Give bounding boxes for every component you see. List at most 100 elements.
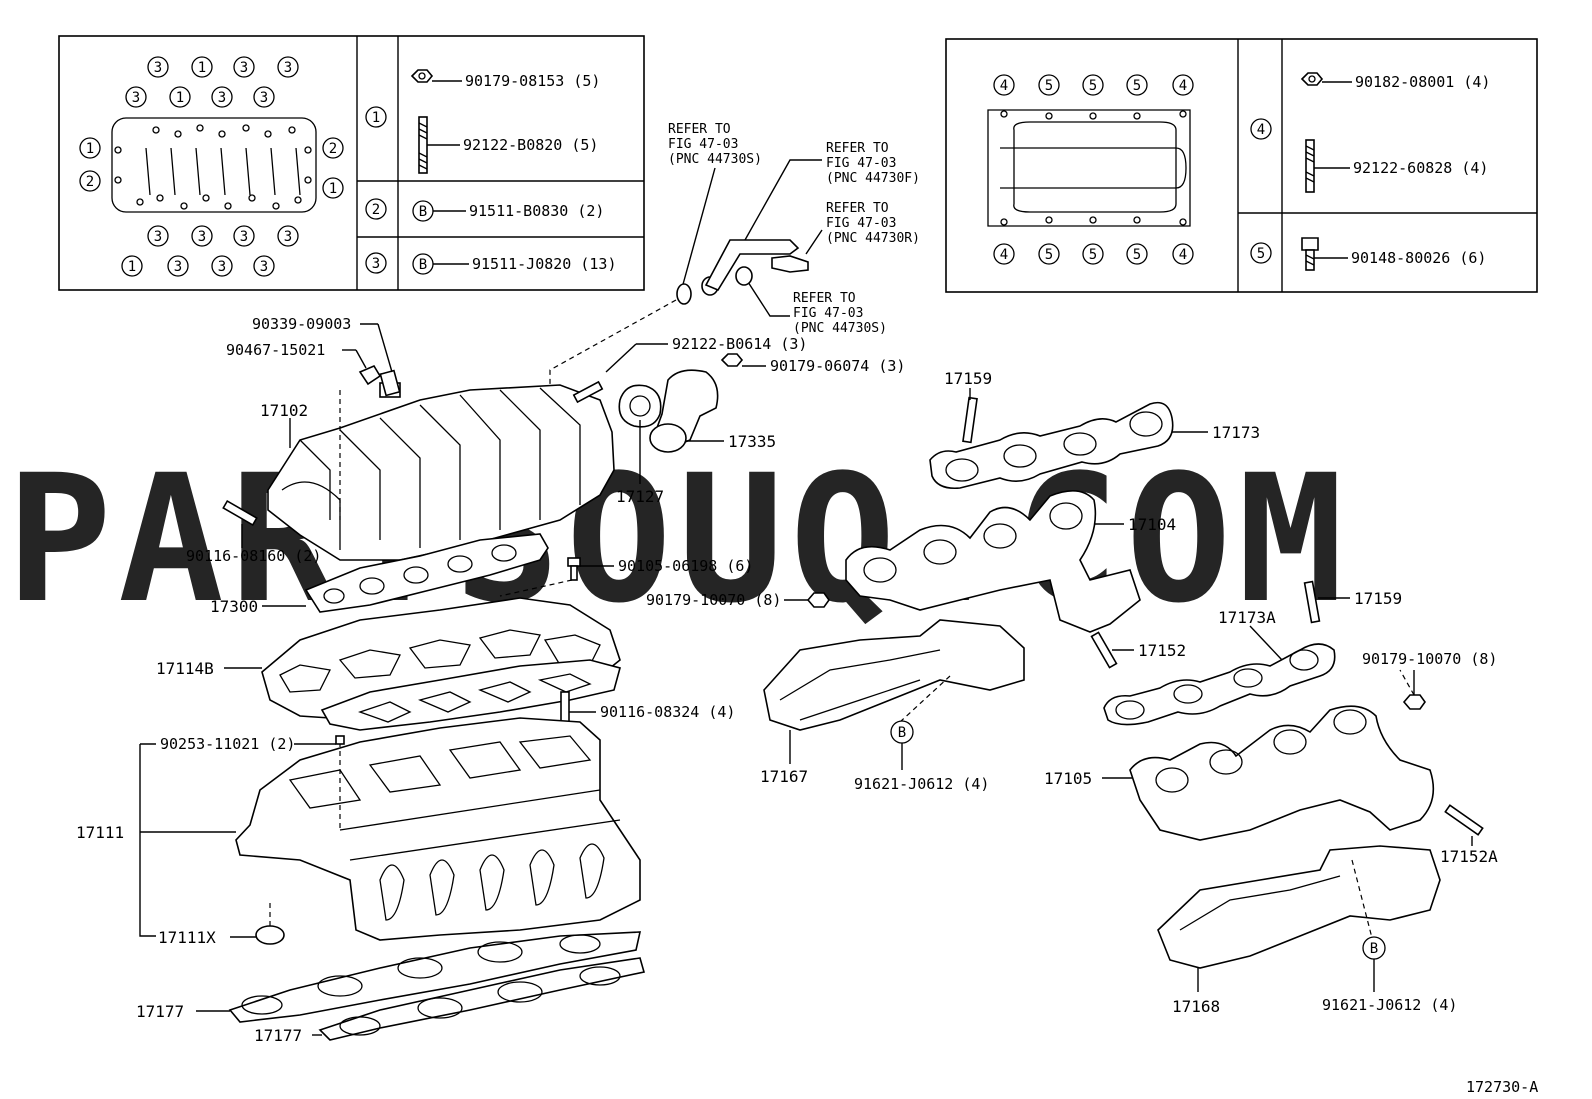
- svg-text:3: 3: [154, 229, 162, 245]
- refer-note: REFER TO FIG 47-03 (PNC 44730S): [747, 281, 887, 336]
- seq-number: 3: [211, 86, 233, 108]
- svg-text:3: 3: [260, 90, 268, 106]
- watermark: PARTSOUQ.COM: [6, 437, 1350, 642]
- bolt-hole: [1133, 112, 1141, 120]
- svg-text:91621-J0612 (4): 91621-J0612 (4): [854, 775, 989, 793]
- stud-92122-B0614: [572, 380, 604, 404]
- exhaust-manifold-17104: [845, 490, 1141, 633]
- plug-17111X: [255, 900, 285, 945]
- seq-number: 3: [147, 56, 169, 78]
- part-number-label: 92122-B0820 (5): [463, 136, 598, 154]
- seq-number: 4: [1172, 243, 1194, 265]
- svg-text:(PNC 44730S): (PNC 44730S): [668, 152, 762, 167]
- small-fittings-90339: [358, 364, 401, 397]
- svg-text:3: 3: [260, 259, 268, 275]
- bolt-icon: [1301, 237, 1319, 271]
- seq-number: 1: [169, 86, 191, 108]
- seq-number: 3: [233, 56, 255, 78]
- bolt-hole: [1045, 112, 1053, 120]
- bolt-hole: [304, 146, 312, 154]
- svg-text:17167: 17167: [760, 767, 808, 786]
- seq-number: 3: [125, 86, 147, 108]
- svg-text:1: 1: [86, 141, 94, 157]
- svg-text:90116-08160 (2): 90116-08160 (2): [186, 547, 321, 565]
- bolt-hole: [304, 176, 312, 184]
- svg-text:17159: 17159: [944, 369, 992, 388]
- bolt-hole: [218, 130, 226, 138]
- tightening-sequence-numbers: 3 1 3 3 3 1 3 3 1 2 2 1 3 3 3 3 1 3 3 3: [79, 56, 344, 277]
- callout-17152: 17152: [1112, 641, 1186, 660]
- svg-text:5: 5: [1089, 78, 1097, 94]
- table-key: 2: [365, 198, 387, 220]
- callout-90179-06074: 90179-06074 (3): [742, 357, 905, 375]
- svg-text:90253-11021 (2): 90253-11021 (2): [160, 735, 295, 753]
- left-bolt-table: 3 1 3 3 3 1 3 3 1 2 2 1 3 3 3 3 1 3 3 3 …: [58, 35, 645, 291]
- callout-17173: 17173: [1172, 423, 1260, 442]
- seq-number: 3: [147, 225, 169, 247]
- svg-text:91621-J0612 (4): 91621-J0612 (4): [1322, 996, 1457, 1014]
- svg-text:3: 3: [218, 259, 226, 275]
- svg-text:3: 3: [132, 90, 140, 106]
- svg-text:(PNC 44730R): (PNC 44730R): [826, 231, 920, 246]
- svg-text:17177: 17177: [136, 1002, 184, 1021]
- callout-17335: 17335: [686, 432, 776, 451]
- seq-number: 3: [211, 255, 233, 277]
- exhaust-manifold-17105: [1129, 705, 1435, 841]
- b-circle-icon: B: [412, 253, 434, 275]
- seq-number: 1: [322, 177, 344, 199]
- bolt-hole: [174, 130, 182, 138]
- svg-text:B: B: [898, 725, 906, 741]
- callout-90339: 90339-09003: [252, 315, 393, 373]
- bolt-hole: [202, 194, 210, 202]
- callout-90467: 90467-15021: [226, 341, 367, 369]
- svg-text:90179-06074 (3): 90179-06074 (3): [770, 357, 905, 375]
- seq-number: 5: [1038, 243, 1060, 265]
- seq-number: 1: [191, 56, 213, 78]
- svg-text:17152A: 17152A: [1440, 847, 1498, 866]
- callout-17300: 17300: [210, 597, 306, 616]
- callout-90179-10070-a: 90179-10070 (8): [646, 591, 808, 609]
- seq-number: 5: [1038, 74, 1060, 96]
- callout-91621-b: B 91621-J0612 (4): [1322, 936, 1457, 1014]
- figure-code: 172730-A: [1466, 1078, 1538, 1096]
- nut-icon: [410, 69, 434, 83]
- svg-text:2: 2: [329, 141, 337, 157]
- bolt-hole: [1089, 112, 1097, 120]
- callout-90253: 90253-11021 (2): [160, 735, 336, 753]
- svg-text:17111X: 17111X: [158, 928, 216, 947]
- svg-text:1: 1: [372, 110, 380, 126]
- nut-90179-10070-b: [1399, 669, 1426, 710]
- svg-text:4: 4: [1000, 78, 1008, 94]
- stud-17159-upper: [962, 396, 978, 444]
- svg-text:90116-08324 (4): 90116-08324 (4): [600, 703, 735, 721]
- bolt-hole: [1000, 110, 1008, 118]
- callout-17167: 17167: [760, 730, 808, 786]
- svg-text:1: 1: [329, 181, 337, 197]
- bolt-hole: [1000, 218, 1008, 226]
- svg-text:(PNC 44730S): (PNC 44730S): [793, 321, 887, 336]
- gasket-17177-lower: [318, 957, 646, 1041]
- refer-note: REFER TO FIG 47-03 (PNC 44730F): [744, 141, 920, 241]
- svg-text:17335: 17335: [728, 432, 776, 451]
- gasket-17173: [929, 401, 1174, 490]
- refer-note: REFER TO FIG 47-03 (PNC 44730S): [668, 122, 762, 289]
- seq-number: 3: [167, 255, 189, 277]
- stud-17152A: [1444, 804, 1484, 836]
- svg-text:REFER TO: REFER TO: [826, 141, 889, 156]
- seq-number: 3: [253, 86, 275, 108]
- svg-text:3: 3: [174, 259, 182, 275]
- seq-number: 3: [277, 56, 299, 78]
- svg-text:4: 4: [1179, 78, 1187, 94]
- svg-text:17168: 17168: [1172, 997, 1220, 1016]
- gasket-17177-upper: [228, 931, 642, 1023]
- svg-text:5: 5: [1089, 247, 1097, 263]
- svg-text:3: 3: [218, 90, 226, 106]
- seq-number: 3: [277, 225, 299, 247]
- svg-text:5: 5: [1045, 247, 1053, 263]
- bolt-position-numbers: 4 5 5 5 4 4 5 5 5 4: [993, 74, 1194, 265]
- callout-90179-10070-b: 90179-10070 (8): [1362, 650, 1497, 695]
- svg-text:2: 2: [372, 202, 380, 218]
- svg-text:1: 1: [128, 259, 136, 275]
- stud-icon: [1305, 139, 1315, 193]
